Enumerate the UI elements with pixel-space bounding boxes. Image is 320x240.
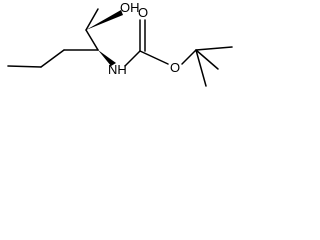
hydroxyl-label: OH [120, 0, 140, 15]
bond-ch2-ch2 [40, 49, 65, 68]
bond-tbutyl-methyl-right [195, 49, 219, 70]
bond-c2-methyl [85, 8, 99, 31]
bond-carbonyl-ester-o [139, 50, 169, 65]
bond-tbutyl-methyl-bottom [195, 49, 207, 87]
carbonyl-oxygen-label: O [138, 5, 148, 20]
bond-c3-c2 [85, 29, 99, 51]
amine-label: NH [108, 62, 127, 77]
bond-tbutyl-methyl-top [195, 46, 233, 51]
bond-nh-carbonyl [124, 50, 141, 67]
bond-ester-o-tbutyl [181, 49, 197, 65]
bond-ch3-ch2 [7, 65, 42, 68]
wedge-bond-c3-nh [98, 50, 116, 66]
wedge-bond-c2-oh [86, 10, 123, 30]
chemical-structure: OH NH O O [7, 0, 233, 87]
ester-oxygen-label: O [170, 60, 180, 75]
